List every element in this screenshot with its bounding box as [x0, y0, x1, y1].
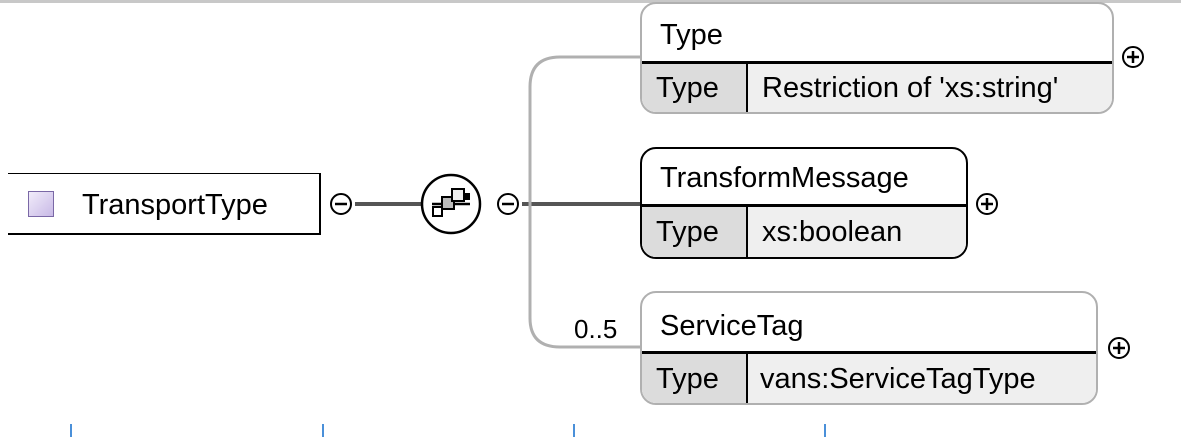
- expand-toggle-type[interactable]: [1122, 46, 1144, 68]
- type-row: Type vans:ServiceTagType: [642, 354, 1096, 403]
- type-value: xs:boolean: [762, 216, 903, 248]
- type-key-label: Type: [656, 72, 719, 104]
- element-name: Type: [660, 19, 723, 51]
- root-element-box[interactable]: TransportType: [8, 173, 321, 235]
- ruler-ticks: [70, 424, 826, 437]
- type-row: Type xs:boolean: [642, 207, 966, 257]
- top-divider: [0, 0, 1181, 3]
- type-key-cell: Type: [642, 64, 748, 112]
- element-box-servicetag[interactable]: ServiceTag Type vans:ServiceTagType: [640, 291, 1098, 405]
- occurrence-label: 0..5: [574, 314, 618, 344]
- type-value: Restriction of 'xs:string': [762, 72, 1059, 104]
- element-divider: [642, 204, 966, 207]
- type-value: vans:ServiceTagType: [760, 362, 1036, 395]
- type-key-cell: Type: [642, 207, 748, 257]
- compositor-branch-connector: [528, 55, 642, 349]
- element-box-type[interactable]: Type Type Restriction of 'xs:string': [640, 2, 1114, 114]
- compositor-collapse-toggle[interactable]: [497, 193, 519, 215]
- type-key-label: Type: [656, 216, 719, 248]
- element-divider: [642, 61, 1112, 64]
- element-name: TransformMessage: [660, 162, 909, 194]
- type-key-label: Type: [656, 362, 719, 395]
- root-element-name: TransportType: [82, 189, 268, 221]
- complex-type-icon: [28, 191, 54, 217]
- type-row: Type Restriction of 'xs:string': [642, 64, 1112, 112]
- root-collapse-toggle[interactable]: [330, 193, 352, 215]
- element-name: ServiceTag: [660, 310, 804, 342]
- type-key-cell: Type: [642, 354, 748, 403]
- sequence-compositor-icon[interactable]: [420, 173, 482, 235]
- expand-toggle-transformmessage[interactable]: [976, 193, 998, 215]
- element-box-transformmessage[interactable]: TransformMessage Type xs:boolean: [640, 147, 968, 259]
- expand-toggle-servicetag[interactable]: [1108, 337, 1130, 359]
- element-divider: [642, 351, 1096, 354]
